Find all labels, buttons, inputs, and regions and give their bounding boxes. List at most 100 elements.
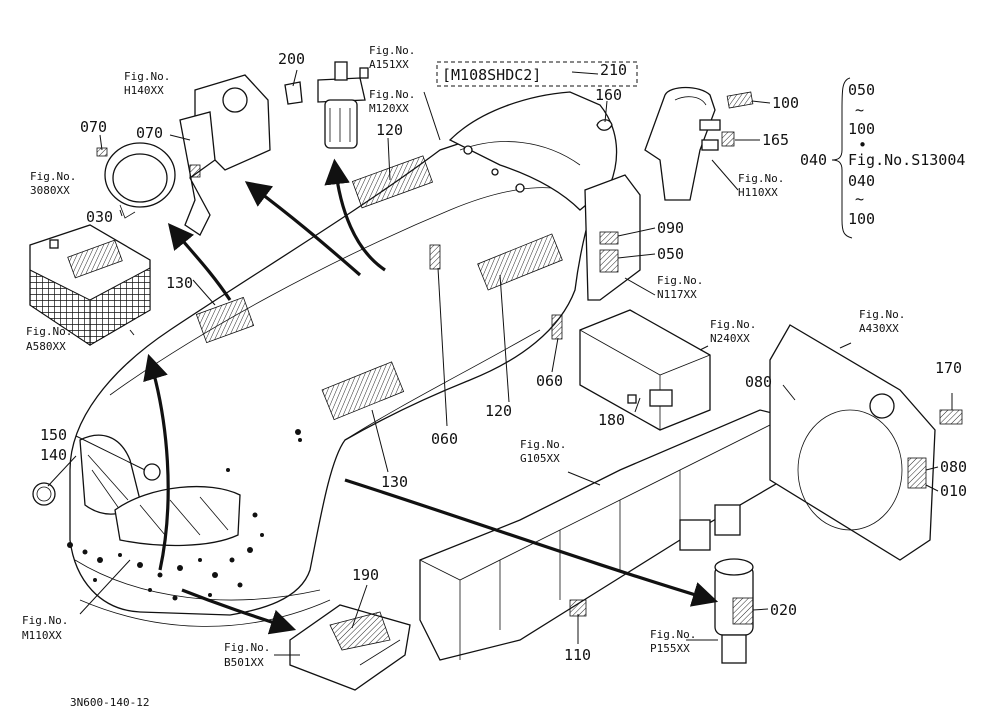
bracket-lead: 040 <box>800 151 827 169</box>
callout-130-upper: 130 <box>166 274 193 292</box>
callout-080-left: 080 <box>745 373 772 391</box>
diagram-code: 3N600-140-12 <box>70 696 149 709</box>
figref-a151-prefix: Fig.No. <box>369 44 415 57</box>
figref-a580-prefix: Fig.No. <box>26 325 72 338</box>
svg-text:~: ~ <box>855 190 864 208</box>
model-box-label: [M108SHDC2] <box>442 66 541 84</box>
callout-210: 210 <box>600 61 627 79</box>
figref-h140-prefix: Fig.No. <box>124 70 170 83</box>
controller-b501 <box>289 604 411 691</box>
callout-030: 030 <box>86 208 113 226</box>
figref-3080-code: 3080XX <box>30 184 70 197</box>
callout-170: 170 <box>935 359 962 377</box>
figref-p155-code: P155XX <box>650 642 690 655</box>
figref-m120-code: M120XX <box>369 102 409 115</box>
bracket-reference: 040 050 ~ 100 • Fig.No.S13004 040 ~ 100 <box>800 81 965 228</box>
callout-180: 180 <box>598 411 625 429</box>
svg-text:•: • <box>858 136 867 154</box>
panel-h110 <box>644 86 721 201</box>
part-160 <box>596 119 613 131</box>
callout-080-right: 080 <box>940 458 967 476</box>
callout-190: 190 <box>352 566 379 584</box>
figref-a580-code: A580XX <box>26 340 66 353</box>
figref-p155-prefix: Fig.No. <box>650 628 696 641</box>
svg-text:100: 100 <box>848 210 875 228</box>
svg-text:Fig.No.S13004: Fig.No.S13004 <box>848 151 965 169</box>
figref-a430-code: A430XX <box>859 322 899 335</box>
decal-130-side <box>195 296 255 344</box>
callout-140: 140 <box>40 446 67 464</box>
arrow-h140 <box>244 181 362 277</box>
part-200 <box>284 81 303 105</box>
arrow-p155 <box>344 478 719 607</box>
sensor-p155 <box>714 558 754 664</box>
callout-060-left: 060 <box>431 430 458 448</box>
hood-grille <box>79 434 241 547</box>
figref-n117-prefix: Fig.No. <box>657 274 703 287</box>
decal-130-lower <box>321 361 405 421</box>
callout-labels: 200 210 160 100 165 070 070 120 030 130 … <box>40 50 967 664</box>
callout-070-right: 070 <box>136 124 163 142</box>
figref-h110-code: H110XX <box>738 186 778 199</box>
fuel-filter-a151 <box>317 61 369 149</box>
callout-070-left: 070 <box>80 118 107 136</box>
callout-090: 090 <box>657 219 684 237</box>
callout-160: 160 <box>595 86 622 104</box>
figref-b501-prefix: Fig.No. <box>224 641 270 654</box>
callout-200: 200 <box>278 50 305 68</box>
figref-n240-code: N240XX <box>710 332 750 345</box>
svg-text:100: 100 <box>848 120 875 138</box>
bracket-h140 <box>179 74 271 236</box>
callout-050: 050 <box>657 245 684 263</box>
figref-3080-prefix: Fig.No. <box>30 170 76 183</box>
model-box <box>436 61 638 87</box>
figure-references: Fig.No. H140XX Fig.No. A151XX Fig.No. M1… <box>22 44 905 669</box>
svg-text:040: 040 <box>848 172 875 190</box>
figref-a430-prefix: Fig.No. <box>859 308 905 321</box>
callout-130-lower: 130 <box>381 473 408 491</box>
battery-a580 <box>29 224 151 346</box>
callout-150: 150 <box>40 426 67 444</box>
figref-h140-code: H140XX <box>124 84 164 97</box>
arrow-3080 <box>167 223 232 301</box>
hood-top-shell <box>448 91 618 211</box>
radiator-a430 <box>769 324 963 561</box>
callout-020: 020 <box>770 601 797 619</box>
callout-010: 010 <box>940 482 967 500</box>
support-n240 <box>579 309 711 431</box>
figref-a151-code: A151XX <box>369 58 409 71</box>
figref-m110-code: M110XX <box>22 629 62 642</box>
callout-060-right: 060 <box>536 372 563 390</box>
figref-n117-code: N117XX <box>657 288 697 301</box>
decal-120-upper <box>351 155 434 209</box>
leader-lines <box>47 69 953 656</box>
bracket-brace <box>831 77 853 239</box>
decal-060a <box>429 244 441 270</box>
figref-m120-prefix: Fig.No. <box>369 88 415 101</box>
figref-g105-prefix: Fig.No. <box>520 438 566 451</box>
figref-g105-code: G105XX <box>520 452 560 465</box>
decal-120-lower <box>477 233 563 291</box>
part-150 <box>143 463 161 481</box>
part-140 <box>32 482 56 506</box>
arrow-a151 <box>324 158 386 272</box>
svg-text:~: ~ <box>855 101 864 119</box>
decal-100 <box>726 91 754 109</box>
hood-speckles <box>67 429 302 601</box>
figref-b501-code: B501XX <box>224 656 264 669</box>
figref-n240-prefix: Fig.No. <box>710 318 756 331</box>
callout-165: 165 <box>762 131 789 149</box>
callout-120-lower: 120 <box>485 402 512 420</box>
svg-text:050: 050 <box>848 81 875 99</box>
clamp-3080 <box>96 142 176 219</box>
callout-110: 110 <box>564 646 591 664</box>
arrow-a580 <box>143 353 170 571</box>
decal-165 <box>721 131 735 147</box>
callout-100: 100 <box>772 94 799 112</box>
figref-h110-prefix: Fig.No. <box>738 172 784 185</box>
decal-060b <box>551 314 563 340</box>
callout-120-upper: 120 <box>376 121 403 139</box>
figref-m110-prefix: Fig.No. <box>22 614 68 627</box>
arrow-b501 <box>181 588 297 635</box>
